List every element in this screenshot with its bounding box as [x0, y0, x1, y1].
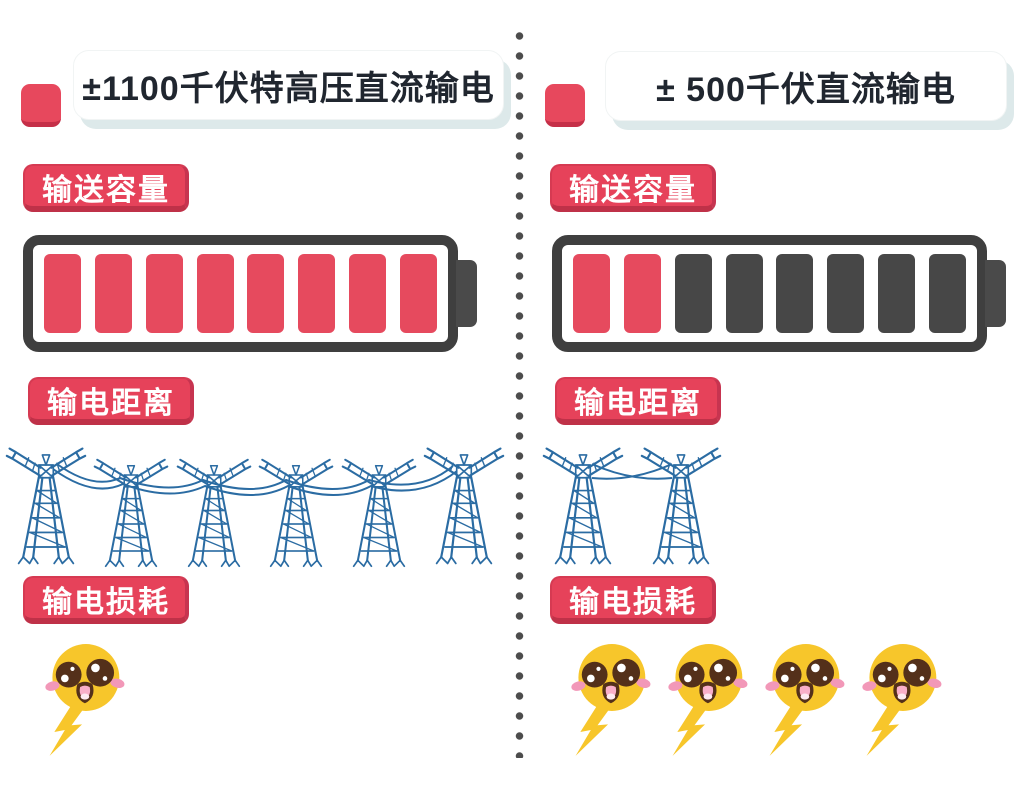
battery-cell	[349, 254, 387, 333]
transmission-tower-icon	[5, 442, 87, 570]
transmission-tower-icon	[258, 456, 334, 570]
right-title-box: ± 500千伏直流输电	[605, 51, 1007, 121]
battery-cell	[145, 254, 183, 333]
right-title: ± 500千伏直流输电	[656, 70, 956, 109]
left-capacity-label-text: 输送容量	[42, 173, 170, 207]
battery-cell	[399, 254, 437, 333]
right-battery-terminal	[985, 260, 1006, 327]
lightning-bolt-mascot-icon	[857, 638, 943, 760]
battery-cell	[247, 254, 285, 333]
left-loss-label-text: 输电损耗	[42, 585, 170, 619]
transmission-tower-icon	[542, 442, 624, 570]
battery-cell	[776, 254, 814, 333]
battery-cell	[928, 254, 966, 333]
right-loss-label-text: 输电损耗	[569, 585, 697, 619]
right-capacity-label: 输送容量	[550, 164, 716, 212]
left-tower-row	[5, 438, 505, 570]
battery-cell	[573, 254, 610, 333]
right-battery-body	[552, 235, 987, 352]
battery-cell	[827, 254, 865, 333]
right-distance-label: 输电距离	[555, 377, 721, 425]
dotted-divider	[515, 26, 524, 758]
left-battery-icon	[23, 235, 477, 352]
left-distance-label-text: 输电距离	[47, 386, 175, 420]
right-tower-row	[542, 438, 722, 570]
transmission-tower-icon	[93, 456, 169, 570]
left-title-box: ±1100千伏特高压直流输电	[73, 50, 504, 120]
right-distance-label-text: 输电距离	[574, 386, 702, 420]
right-title-bullet-square	[545, 84, 585, 127]
transmission-tower-icon	[640, 442, 722, 570]
battery-cell	[298, 254, 336, 333]
left-battery-body	[23, 235, 458, 352]
lightning-bolt-mascot-icon	[40, 638, 126, 760]
lightning-bolt-mascot-icon	[663, 638, 749, 760]
right-capacity-label-text: 输送容量	[569, 173, 697, 207]
left-title: ±1100千伏特高压直流输电	[82, 69, 495, 108]
battery-cell	[623, 254, 661, 333]
left-bolt-row	[40, 638, 126, 760]
left-battery-terminal	[456, 260, 477, 327]
right-battery-icon	[552, 235, 1006, 352]
transmission-tower-icon	[176, 456, 252, 570]
lightning-bolt-mascot-icon	[760, 638, 846, 760]
battery-cell	[674, 254, 712, 333]
transmission-tower-icon	[341, 456, 417, 570]
left-capacity-label: 输送容量	[23, 164, 189, 212]
left-loss-label: 输电损耗	[23, 576, 189, 624]
battery-cell	[44, 254, 81, 333]
battery-cell	[94, 254, 132, 333]
battery-cell	[878, 254, 916, 333]
lightning-bolt-mascot-icon	[566, 638, 652, 760]
right-bolt-row	[566, 638, 943, 760]
battery-cell	[725, 254, 763, 333]
battery-cell	[196, 254, 234, 333]
transmission-tower-icon	[423, 442, 505, 570]
left-distance-label: 输电距离	[28, 377, 194, 425]
left-title-bullet-square	[21, 84, 61, 127]
right-loss-label: 输电损耗	[550, 576, 716, 624]
